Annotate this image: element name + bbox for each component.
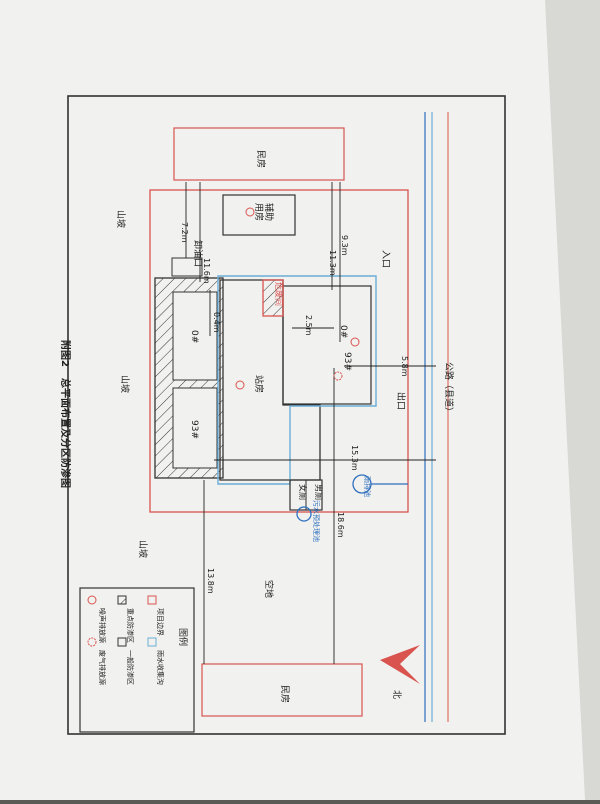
dim-label: 13.8m [206,568,215,594]
toilet-m-label: 男厕 [314,484,323,500]
rain-ditch [217,275,377,485]
legend-item-label: 重点防渗区 [126,608,135,643]
legend-swatch-key [117,595,127,605]
septic-label: 污水预处理池 [312,500,321,542]
legend-swatch-noise [87,595,97,605]
exit-label: 出口 [395,392,407,410]
dim-label: 5.8m [400,356,409,377]
paper-sheet [0,0,590,800]
tank-93-label: 93# [189,420,199,439]
residence-top [173,127,345,181]
noise-source-icon [350,337,360,347]
aux-room [222,194,296,236]
dim-label: 9.3m [340,235,349,256]
dimension-lines [185,182,436,664]
gas-source-icon [333,371,343,381]
legend-item-label: 项目边界 [156,608,165,636]
residence-bottom [201,663,363,717]
figure-number: 附图2 [59,340,72,367]
legend-swatch-boundary [147,595,157,605]
septic-icon [296,506,312,522]
unload-label: 卸油口 [192,240,204,267]
drawing-frame [67,95,506,735]
hazwaste-label: 危废间 [274,282,284,306]
figure-title: 总平面布置及分区防渗图 [59,378,72,488]
legend-item-label: 雨水收集沟 [156,650,165,685]
entrance-label: 入口 [380,250,391,268]
unload-port [171,257,203,277]
pump-0-label: 0# [338,325,348,338]
dim-label: 11.3m [328,250,337,276]
legend-item-label: 一般防渗区 [126,650,135,685]
dim-label: 7.2m [180,222,189,243]
dim-label: 11.6m [202,258,211,284]
aux-room-label-2: 用房 [253,203,265,221]
noise-source-icon [245,207,255,217]
tank-93 [172,387,218,469]
station-label: 站房 [253,375,265,393]
legend-item-label: 噪声排放源 [98,608,107,643]
dim-label: 18.6m [336,512,345,538]
open-land-label: 空地 [263,580,275,598]
legend-title: 图例 [177,628,189,646]
canopy [282,285,372,405]
north-arrow-icon [380,645,420,684]
legend-swatch-gas [87,637,97,647]
toilet-f-label: 女厕 [298,484,308,500]
road-label: 公路（县道） [443,362,455,416]
legend-swatch-rain [147,637,157,647]
dim-label: 15.3m [350,445,359,471]
aux-room-label-1: 辅助 [263,203,275,221]
paper-edge [545,0,600,800]
tank-0-label: 0# [189,330,199,343]
dim-label: 0.4m [212,312,221,333]
noise-source-icon [235,380,245,390]
hill-label: 山坡 [115,210,127,228]
legend-item-label: 废气排放源 [98,650,107,685]
hazwaste-room [262,279,284,317]
residence-bottom-label: 民房 [279,685,291,703]
north-label: 北 [391,690,402,699]
hill-label: 山坡 [119,375,131,393]
hill-label: 山坡 [137,540,149,558]
legend-swatch-general [117,637,127,647]
legend-box [79,587,195,733]
rain-well-label: 雨排池 [363,476,372,497]
pump-93-label: 93# [342,352,352,371]
residence-top-label: 民房 [255,150,267,168]
dim-label: 2.5m [304,315,313,336]
project-boundary [149,189,409,513]
